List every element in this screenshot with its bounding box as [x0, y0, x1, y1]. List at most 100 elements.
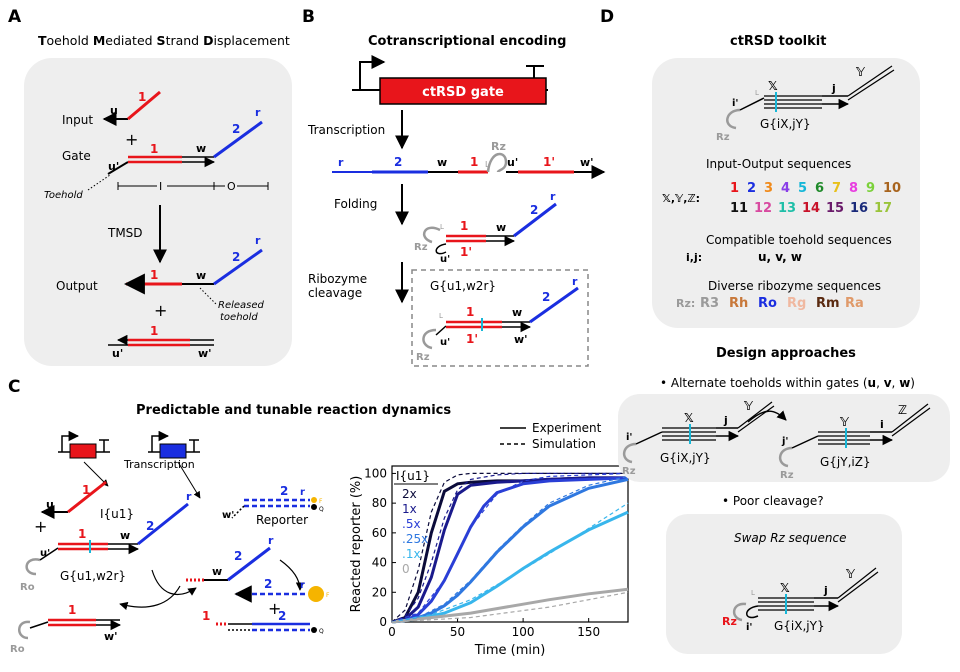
ribozyme-Ra: Ra — [845, 296, 864, 311]
reporter-Q-label: Q — [319, 506, 324, 513]
released-fluorophore — [308, 586, 324, 602]
c-plus-2: + — [268, 599, 281, 618]
c-label-r: r — [572, 275, 578, 288]
y-axis-label: Reacted reporter (%) — [349, 476, 364, 613]
y-tick-label: 0 — [379, 615, 387, 629]
design-title: Design approaches — [716, 346, 856, 361]
x-tick-label: 50 — [450, 625, 465, 639]
xyz-label: 𝕏,𝕐,ℤ: — [662, 192, 700, 205]
toolkit-toehold — [739, 97, 765, 111]
simulation-line-0 — [391, 591, 629, 623]
reporter-F-label: F — [319, 498, 323, 505]
c-label-uprime: u' — [440, 337, 450, 348]
released-r-label: r — [300, 580, 305, 591]
final-Q-label: Q — [319, 628, 324, 635]
cleaved-toehold — [435, 325, 447, 336]
released-F-label: F — [326, 592, 330, 599]
ribozyme-R3: R3 — [700, 296, 719, 311]
released-pointer — [199, 287, 217, 305]
toolkit-Y-label: 𝕐 — [855, 65, 866, 79]
gene-blue — [159, 443, 187, 459]
gene-label: ctRSD gate — [422, 85, 504, 100]
ribozyme-Ro: Ro — [758, 296, 777, 311]
io-title: Input-Output sequences — [706, 157, 851, 171]
toolkit-box — [652, 58, 920, 328]
c-input-1-label: 1 — [82, 483, 90, 497]
io-number-13: 13 — [778, 201, 796, 216]
alt-b-jprime-label: j' — [781, 436, 789, 447]
panel-c: C Predictable and tunable reaction dynam… — [8, 377, 629, 658]
c-waste-ro-label: Ro — [10, 644, 25, 655]
alternate-part-3: v — [884, 376, 892, 390]
ribozyme-title: Diverse ribozyme sequences — [708, 279, 881, 293]
t-label-1prime: 1' — [543, 155, 555, 169]
toolkit-gate-name: G{iX,jY} — [760, 117, 811, 131]
f-label-1prime: 1' — [460, 245, 472, 259]
panel-a: A Toehold Mediated Strand Displacement I… — [8, 7, 292, 366]
released-label: Released — [218, 300, 265, 311]
t-label-rz: Rz — [491, 140, 506, 153]
plus-sign-2: + — [154, 301, 167, 320]
alt-a-iprime-label: i' — [626, 432, 633, 443]
c-curved-arrow-1 — [151, 569, 197, 596]
f-label-L: L — [440, 223, 444, 231]
simulation-line-.25x — [391, 475, 629, 623]
reporter-fluorophore — [311, 497, 317, 503]
cleaved-2 — [529, 286, 579, 324]
reporter-label: Reporter — [256, 513, 308, 527]
swap-iprime-label: i' — [746, 622, 753, 633]
panel-c-letter: C — [8, 377, 20, 397]
region-I: I — [159, 180, 162, 193]
output-1-label: 1 — [150, 268, 158, 282]
alternate-part-2: , — [876, 376, 884, 390]
y-tick-label: 40 — [372, 556, 387, 570]
legend-entry-0: 0 — [402, 562, 410, 576]
input-domain-1 — [127, 90, 161, 121]
reporter-quencher — [311, 504, 317, 510]
f-label-uprime: u' — [440, 254, 450, 265]
io-number-11: 11 — [730, 201, 748, 216]
alt-a-Y2 — [737, 405, 775, 433]
io-number-10: 10 — [883, 181, 901, 196]
title-initial-3: D — [203, 33, 213, 48]
c-out-w-label: w — [212, 565, 222, 578]
io-number-17: 17 — [874, 201, 892, 216]
swap-rz-label: Rz — [722, 615, 737, 628]
f-label-rz: Rz — [414, 242, 428, 253]
panel-c-title: Predictable and tunable reaction dynamic… — [136, 403, 451, 418]
alternate-box — [618, 394, 950, 482]
c-curved-arrow-3 — [279, 559, 305, 591]
t-label-1: 1 — [470, 155, 478, 169]
x-tick-label: 100 — [512, 625, 535, 639]
gate-w-label: w — [196, 142, 206, 155]
legend-entry-2x: 2x — [402, 487, 417, 501]
alt-a-rz-label: Rz — [622, 466, 636, 477]
c-curved-arrow-2 — [119, 585, 181, 611]
c-gate-w-label: w — [120, 529, 130, 542]
c-gate-toehold — [39, 547, 59, 561]
simulation-line-.1x — [391, 502, 629, 623]
terminator-blue-icon — [189, 439, 199, 452]
cleaved-rz-icon — [422, 328, 437, 350]
swap-X-label: 𝕏 — [780, 581, 790, 595]
waste-uprime-label: u' — [112, 347, 123, 360]
toolkit-rz-label: Rz — [716, 132, 730, 143]
alt-b-Z-label: ℤ — [898, 403, 907, 417]
alt-b-gate-name: G{jY,iZ} — [820, 455, 871, 469]
folding-label: Folding — [334, 197, 377, 211]
alt-b-rz-label: Rz — [780, 470, 794, 481]
reporter-toehold — [231, 505, 245, 519]
alternate-part-4: , — [892, 376, 900, 390]
region-I-gap — [157, 180, 167, 192]
c-gate-r-label: r — [186, 490, 192, 503]
gate-2-label: 2 — [232, 122, 240, 136]
swap-Y2 — [837, 571, 879, 603]
panel-a-letter: A — [8, 7, 22, 27]
panel-b-letter: B — [302, 7, 315, 27]
c-waste-ro-icon — [18, 620, 31, 640]
gate-toehold — [107, 161, 129, 175]
legend-title: I{u1} — [396, 469, 430, 483]
c-label-w: w — [512, 306, 522, 319]
